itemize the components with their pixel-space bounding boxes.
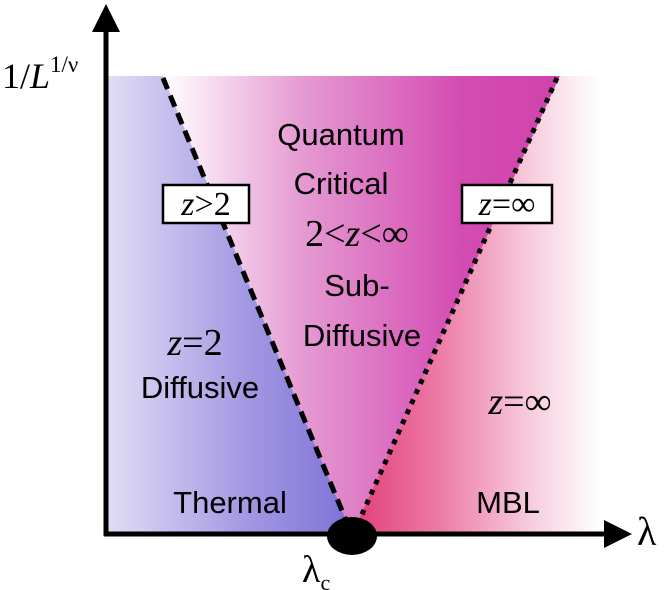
x-axis-label: λ: [637, 509, 657, 554]
quantum-label: Quantum: [277, 117, 405, 152]
thermal-label: Thermal: [173, 485, 287, 520]
diffusive-left-label: Diffusive: [141, 370, 259, 405]
right-z-label: z=∞: [487, 381, 551, 423]
right-boundary-label: z=∞: [478, 186, 536, 223]
left-boundary-dashed: [160, 77, 353, 531]
diffusive-center-label: Diffusive: [303, 318, 421, 353]
y-axis-label: 1/L1/ν: [2, 52, 78, 96]
sub-label: Sub-: [324, 268, 389, 303]
critical-point: [327, 517, 377, 555]
y-axis-arrow: [92, 4, 120, 32]
right-boundary-label-box: [460, 183, 554, 225]
critical-point-label: λc: [302, 549, 330, 590]
critical-label: Critical: [294, 166, 389, 201]
left-z-label: z=2: [166, 322, 222, 364]
left-boundary-label: z>2: [180, 186, 230, 223]
left-boundary-label-box: [161, 183, 251, 225]
z-range-label: 2<z<∞: [305, 213, 409, 255]
x-axis-arrow: [604, 520, 632, 548]
mbl-label: MBL: [476, 485, 540, 520]
